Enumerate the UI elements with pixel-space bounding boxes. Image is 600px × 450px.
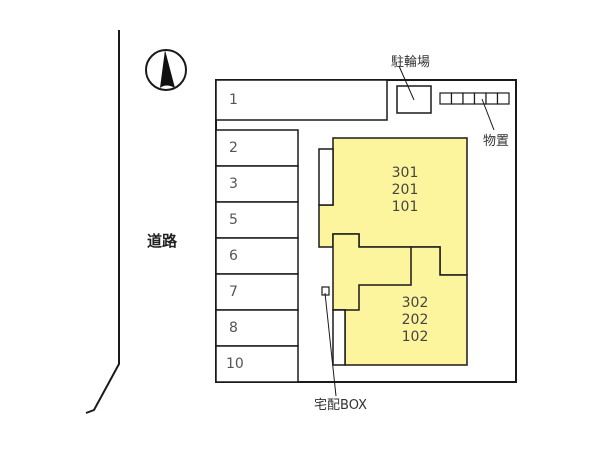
parking-slot-label: 3 xyxy=(229,176,238,192)
building-b-strip xyxy=(332,309,346,366)
building-b-inner-outline xyxy=(333,247,412,311)
parking-slot-label: 1 xyxy=(229,92,238,108)
unit-label: 302 xyxy=(401,295,429,311)
parking-slot-label: 8 xyxy=(229,320,238,336)
parking-slot-label: 7 xyxy=(229,284,238,300)
building-b-units: 302 202 102 xyxy=(395,295,435,346)
delivery-box-label: 宅配BOX xyxy=(314,398,367,413)
road-boundary-line xyxy=(85,30,120,414)
parking-slot-label: 5 xyxy=(229,212,238,228)
unit-label: 201 xyxy=(391,182,419,198)
unit-label: 101 xyxy=(391,199,419,215)
parking-stack xyxy=(215,129,299,383)
delivery-box-leader-line xyxy=(324,292,337,397)
parking-slot-1 xyxy=(215,79,388,121)
parking-slot-label: 2 xyxy=(229,140,238,156)
building-a-notch xyxy=(318,148,334,206)
storage-leader-line xyxy=(481,98,495,131)
unit-label: 102 xyxy=(401,329,429,345)
storage-units xyxy=(439,92,510,105)
storage-label: 物置 xyxy=(483,134,510,149)
parking-slot-label: 10 xyxy=(226,356,244,372)
unit-label: 301 xyxy=(391,165,419,181)
parking-slot-label: 6 xyxy=(229,248,238,264)
unit-label: 202 xyxy=(401,312,429,328)
bicycle-parking-label: 駐輪場 xyxy=(391,55,431,70)
road-label: 道路 xyxy=(147,232,178,250)
bicycle-leader-line xyxy=(398,65,415,101)
north-arrow-icon xyxy=(145,49,187,91)
building-a-units: 301 201 101 xyxy=(385,165,425,216)
